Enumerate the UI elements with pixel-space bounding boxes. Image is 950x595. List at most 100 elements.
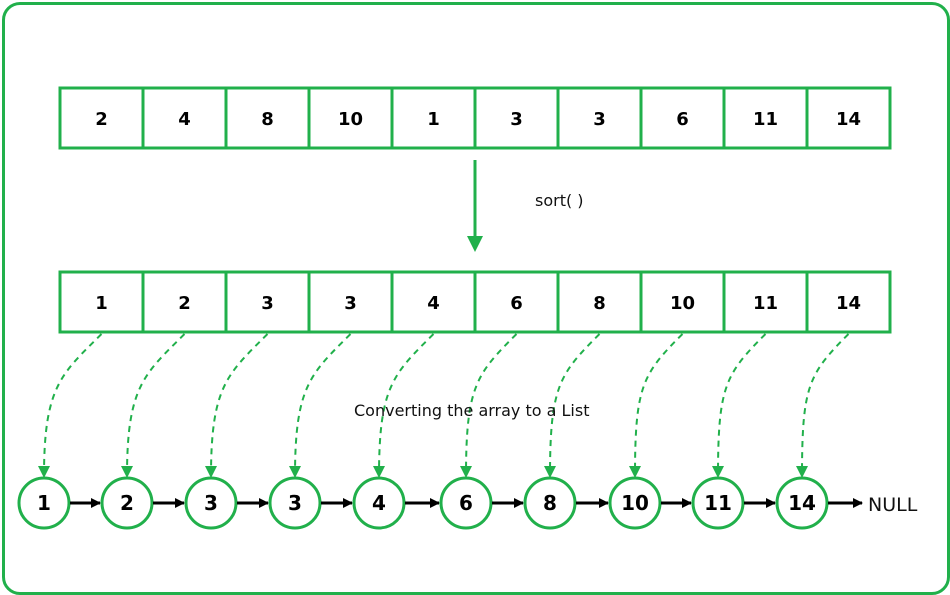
original-array-cell-box xyxy=(722,86,809,150)
sort-label: sort( ) xyxy=(535,191,584,210)
original-array-cell: 4 xyxy=(141,86,228,150)
list-node: 1 xyxy=(17,476,71,530)
list-node-circle xyxy=(268,476,322,530)
sorted-array-cell: 2 xyxy=(141,270,228,334)
list-node: 6 xyxy=(439,476,493,530)
list-node-value: 3 xyxy=(204,491,218,515)
list-node: 3 xyxy=(184,476,238,530)
sorted-array-cell-box xyxy=(556,270,643,334)
original-array-cell-value: 8 xyxy=(261,109,274,130)
sorted-array-cell-box xyxy=(390,270,477,334)
list-node-circle xyxy=(100,476,154,530)
sorted-array-cell-value: 11 xyxy=(753,293,778,314)
sorted-array-cell: 10 xyxy=(639,270,726,334)
conversion-connector xyxy=(544,333,601,478)
sorted-array-cell: 3 xyxy=(307,270,394,334)
sorted-array-cell-box xyxy=(58,270,145,334)
original-array-cell-value: 3 xyxy=(510,109,523,130)
sorted-array-cell-value: 6 xyxy=(510,293,523,314)
list-node-value: 10 xyxy=(621,491,649,515)
original-array-cell-value: 4 xyxy=(178,109,191,130)
original-array-cell: 11 xyxy=(722,86,809,150)
list-node-circle xyxy=(17,476,71,530)
sorted-array-cell-value: 2 xyxy=(178,293,191,314)
list-node-circle xyxy=(775,476,829,530)
conversion-connector xyxy=(796,333,850,478)
original-array-cell-value: 14 xyxy=(836,109,861,130)
conversion-connector xyxy=(289,333,352,478)
conversion-connector xyxy=(205,333,269,478)
list-node-value: 3 xyxy=(288,491,302,515)
original-array-cell-value: 1 xyxy=(427,109,440,130)
list-node-circle xyxy=(439,476,493,530)
sorted-array-cell: 8 xyxy=(556,270,643,334)
sorted-array-cell: 11 xyxy=(722,270,809,334)
conversion-connector xyxy=(38,333,103,478)
list-node-circle xyxy=(184,476,238,530)
sorted-array-cell: 6 xyxy=(473,270,560,334)
original-array-cell-box xyxy=(141,86,228,150)
sorted-array-cell-box xyxy=(224,270,311,334)
sorted-array-cell-value: 10 xyxy=(670,293,695,314)
sorted-array-cell-box xyxy=(473,270,560,334)
conversion-connector xyxy=(629,333,684,478)
original-array-cell: 2 xyxy=(58,86,145,150)
list-node-value: 1 xyxy=(37,491,51,515)
sorted-array-cell: 4 xyxy=(390,270,477,334)
list-node: 2 xyxy=(100,476,154,530)
null-label: NULL xyxy=(868,494,918,516)
conversion-connector xyxy=(460,333,518,478)
original-array-cell-value: 11 xyxy=(753,109,778,130)
list-node: 14 xyxy=(775,476,829,530)
sorted-array-cell-value: 8 xyxy=(593,293,606,314)
list-node-circle xyxy=(691,476,745,530)
list-node-value: 2 xyxy=(120,491,134,515)
original-array-cell-box xyxy=(805,86,892,150)
original-array: 2 4 8 10 1 3 3 6 11 14 xyxy=(58,86,892,150)
original-array-cell-value: 3 xyxy=(593,109,606,130)
original-array-cell-box xyxy=(473,86,560,150)
sorted-array-cell-value: 4 xyxy=(427,293,440,314)
original-array-cell-value: 2 xyxy=(95,109,108,130)
list-node-circle xyxy=(352,476,406,530)
sort-arrow-head xyxy=(467,236,483,252)
original-array-cell: 14 xyxy=(805,86,892,150)
sorted-array-cell-value: 1 xyxy=(95,293,108,314)
sorted-array: 1 2 3 3 4 6 8 10 11 14 xyxy=(58,270,892,334)
original-array-cell-box xyxy=(556,86,643,150)
original-array-cell: 1 xyxy=(390,86,477,150)
conversion-connectors xyxy=(38,333,850,478)
original-array-cell-value: 10 xyxy=(338,109,363,130)
original-array-cell: 10 xyxy=(307,86,394,150)
list-node: 11 xyxy=(691,476,745,530)
original-array-cell-box xyxy=(390,86,477,150)
list-node: 8 xyxy=(523,476,577,530)
sorted-array-cell: 1 xyxy=(58,270,145,334)
list-node-value: 11 xyxy=(704,491,732,515)
list-node-value: 14 xyxy=(788,491,816,515)
sorted-array-cell-value: 3 xyxy=(261,293,274,314)
list-node: 10 xyxy=(608,476,662,530)
sorted-array-cell: 14 xyxy=(805,270,892,334)
sorted-array-cell-box xyxy=(639,270,726,334)
sorted-array-cell: 3 xyxy=(224,270,311,334)
sorted-array-cell-box xyxy=(307,270,394,334)
convert-label: Converting the array to a List xyxy=(354,401,589,420)
sorted-array-cell-box xyxy=(805,270,892,334)
original-array-cell: 3 xyxy=(473,86,560,150)
conversion-connector xyxy=(712,333,767,478)
sorted-array-cell-box xyxy=(722,270,809,334)
sorted-array-cell-value: 14 xyxy=(836,293,861,314)
original-array-cell-box xyxy=(307,86,394,150)
list-node-value: 6 xyxy=(459,491,473,515)
original-array-cell: 3 xyxy=(556,86,643,150)
original-array-cell: 8 xyxy=(224,86,311,150)
list-node-circle xyxy=(608,476,662,530)
original-array-cell: 6 xyxy=(639,86,726,150)
list-node-circle xyxy=(523,476,577,530)
sorted-array-cell-value: 3 xyxy=(344,293,357,314)
conversion-connector xyxy=(121,333,186,478)
